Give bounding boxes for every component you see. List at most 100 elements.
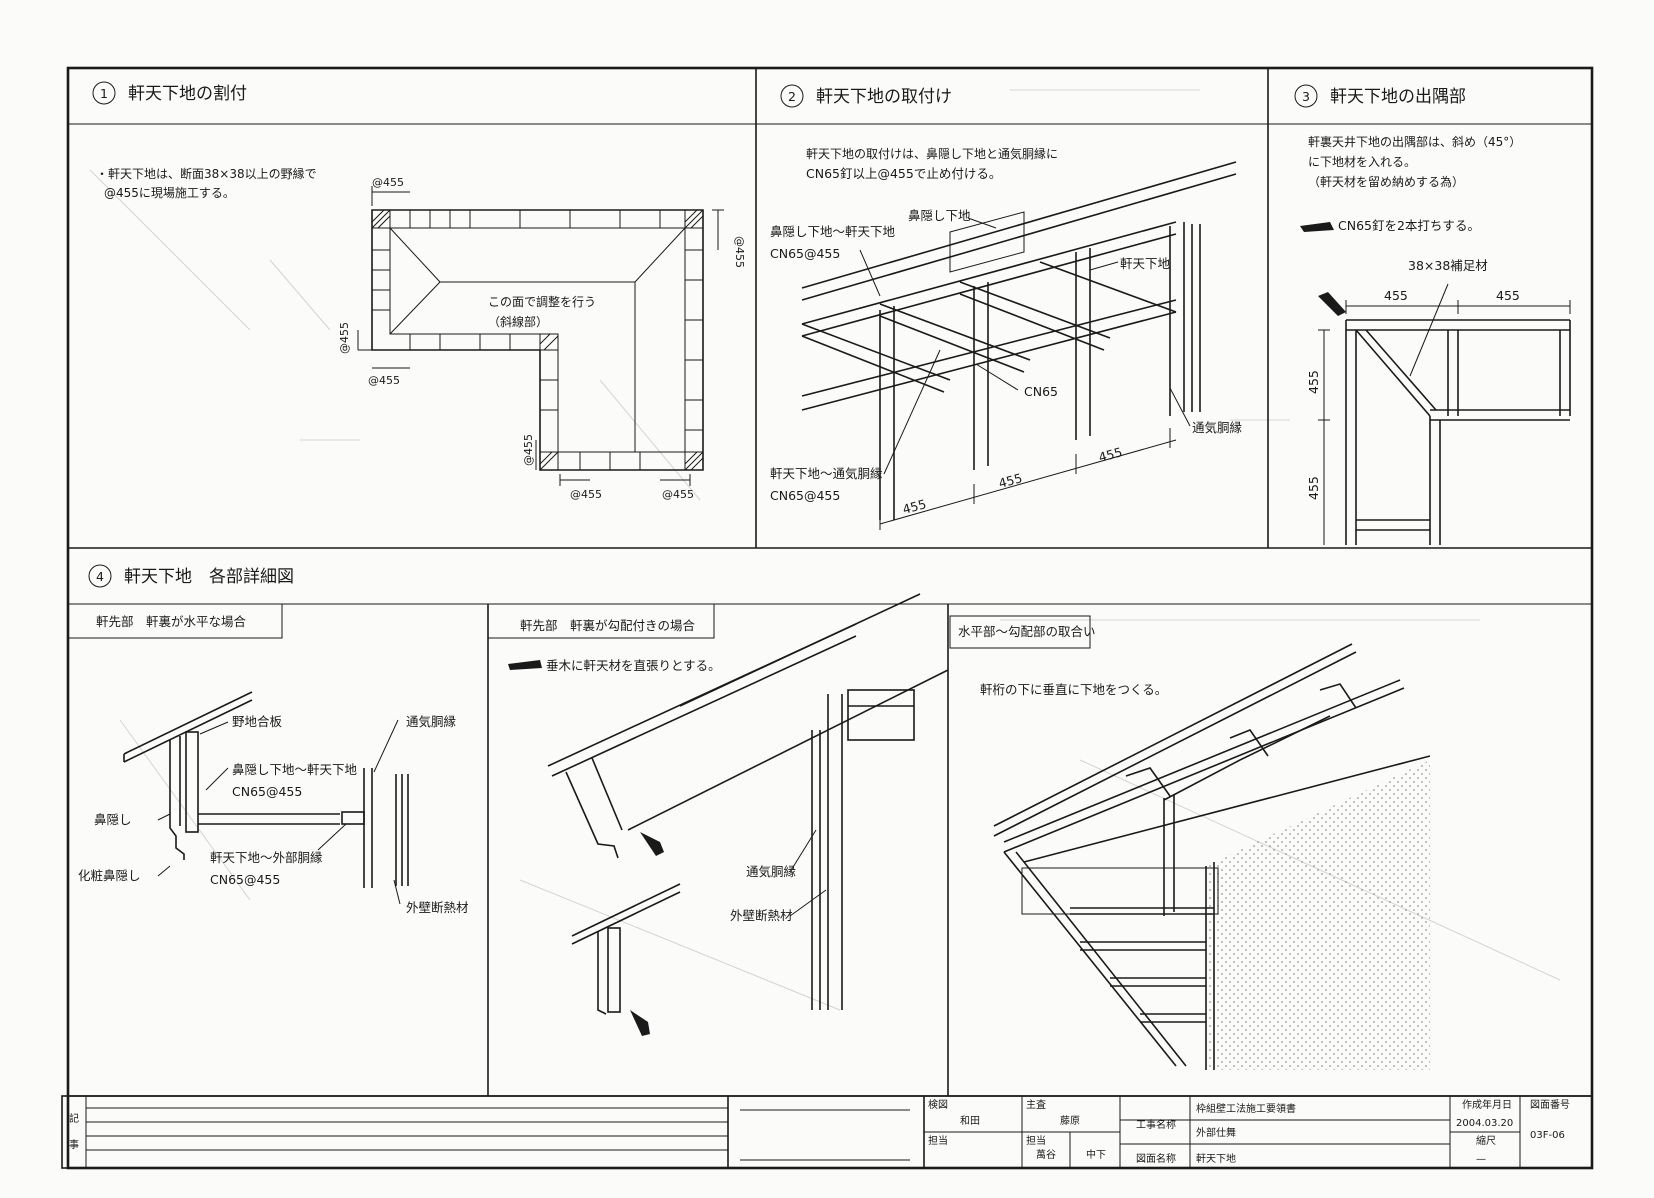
panel-3-nail-note: CN65釘を2本打ちする。 — [1338, 218, 1480, 233]
label-noki-tsuki-line-2: CN65@455 — [770, 488, 840, 503]
sub-b-label-tsuki: 通気胴縁 — [746, 864, 796, 879]
tb-remarks-label-1: 記 — [69, 1112, 79, 1125]
panel-1-dim-bottom-right: @455 — [662, 488, 694, 501]
tb-remarks-label-2: 事 — [69, 1138, 79, 1151]
panel-1-dim-left-bottom: @455 — [368, 374, 400, 387]
sub-a-label-hana-noki-1: 鼻隠し下地～軒天下地 — [232, 762, 358, 777]
sub-a-section-detail — [123, 691, 409, 888]
label-noki-tsuki-line-1: 軒天下地～通気胴縁 — [770, 466, 883, 481]
sub-a-label-noki-gaibu-1: 軒天下地～外部胴縁 — [210, 850, 323, 865]
sub-b-note: 垂木に軒天材を直張りとする。 — [546, 658, 721, 673]
tb-scale-label: 縮尺 — [1476, 1134, 1496, 1147]
panel-1-dim-top: @455 — [372, 176, 404, 189]
tb-koji-value: 枠組壁工法施工要領書 — [1196, 1102, 1296, 1115]
tb-zumen-label: 図面名称 — [1136, 1152, 1176, 1165]
panel-2-number: 2 — [788, 89, 796, 104]
panel-4: 4 軒天下地 各部詳細図 軒先部 軒裏が水平な場合 — [67, 564, 1431, 1070]
sub-b-section-detail — [547, 593, 949, 1015]
panel-2-dim-line — [879, 428, 1177, 530]
label-cn65: CN65 — [1024, 384, 1058, 399]
tb-kenzu-name: 和田 — [960, 1115, 980, 1127]
ceiling-frame-plan — [371, 209, 704, 471]
tb-tanto-name-1: 萬谷 — [1036, 1148, 1056, 1161]
tb-koji-label: 工事名称 — [1136, 1118, 1176, 1131]
sub-c-title: 水平部～勾配部の取合い — [958, 624, 1096, 639]
panel-1-dimensions — [357, 186, 724, 486]
panel-3-dim-left-bottom: 455 — [1306, 476, 1321, 500]
tb-tanto-label: 担当 — [928, 1134, 948, 1147]
nail-pointer-icon-4 — [640, 832, 664, 856]
sub-a-leaders — [157, 719, 401, 905]
panel-2-note-line-2: CN65釘以上@455で止め付ける。 — [806, 166, 1001, 181]
tb-zumen-value: 軒天下地 — [1196, 1152, 1236, 1165]
panel-1-dim-lower-left: @455 — [522, 434, 535, 466]
panel-3-hosoku-label: 38×38補足材 — [1408, 258, 1488, 273]
panel-3-dim-top-right: 455 — [1496, 288, 1520, 303]
panel-3-note-line-3: （軒天材を留め納めする為） — [1308, 175, 1464, 189]
sub-a-label-hanakakushi: 鼻隠し — [94, 812, 132, 827]
panel-2-dim-3: 455 — [1097, 444, 1124, 465]
panel-2-note-line-1: 軒天下地の取付けは、鼻隠し下地と通気胴縁に — [806, 146, 1058, 161]
sub-a-title: 軒先部 軒裏が水平な場合 — [96, 614, 247, 629]
tb-shusa-name: 藤原 — [1060, 1115, 1080, 1127]
panel-1-note-line-1: ・軒天下地は、断面38×38以上の野縁で — [96, 166, 317, 181]
label-noki-shitaji: 軒天下地 — [1120, 256, 1171, 271]
panel-1-callout-line-2: （斜線部） — [488, 314, 548, 329]
tb-tanto2-label: 担当 — [1026, 1134, 1046, 1147]
label-tsuki-dobuchi: 通気胴縁 — [1192, 420, 1242, 435]
title-block: 記 事 検図 和田 主査 藤原 担当 担当 萬谷 中下 工事名称 枠組壁工法施工… — [61, 1095, 1593, 1169]
sub-b-title: 軒先部 軒裏が勾配付きの場合 — [520, 618, 696, 633]
panel-1-dim-bottom-left: @455 — [570, 488, 602, 501]
nail-pointer-icon-5 — [630, 1010, 650, 1036]
panel-3-note-line-1: 軒裏天井下地の出隅部は、斜め（45°） — [1308, 134, 1521, 149]
panel-1-number: 1 — [100, 86, 108, 101]
nail-pointer-icon-2 — [1318, 292, 1346, 316]
sub-a-label-noji: 野地合板 — [232, 714, 283, 729]
sub-a-label-hana-noki-2: CN65@455 — [232, 784, 302, 799]
tb-no-value: 03F-06 — [1530, 1130, 1565, 1141]
tb-koji-value-2: 外部仕舞 — [1196, 1126, 1236, 1139]
sub-b-label-gaiheki: 外壁断熱材 — [730, 908, 793, 923]
label-hana-noki-line-2: CN65@455 — [770, 246, 840, 261]
panel-2-dim-1: 455 — [901, 496, 928, 517]
label-hanakakushi-shitaji: 鼻隠し下地 — [908, 208, 971, 223]
sub-a-label-noki-gaibu-2: CN65@455 — [210, 872, 280, 887]
panel-3-dim-left-top: 455 — [1306, 370, 1321, 394]
panel-1-dim-right: @455 — [733, 236, 746, 268]
panel-1-callout-line-1: この面で調整を行う — [488, 294, 596, 309]
tb-date-label: 作成年月日 — [1462, 1098, 1512, 1111]
panel-3: 3 軒天下地の出隅部 軒裏天井下地の出隅部は、斜め（45°） に下地材を入れる。… — [1294, 84, 1571, 545]
nail-pointer-icon-3 — [508, 660, 542, 670]
panel-4-title: 軒天下地 各部詳細図 — [124, 567, 294, 587]
tb-kenzu-label: 検図 — [928, 1098, 948, 1111]
nail-pointer-icon — [1300, 222, 1334, 232]
tb-scale-value: — — [1476, 1154, 1486, 1165]
sub-a-label-kesho: 化粧鼻隠し — [78, 868, 141, 883]
tb-no-label: 図面番号 — [1530, 1099, 1570, 1111]
panel-3-dims — [1318, 283, 1571, 545]
sub-a-label-tsuki: 通気胴縁 — [406, 714, 456, 729]
panel-1-note-line-2: @455に現場施工する。 — [104, 186, 235, 200]
panel-1-title: 軒天下地の割付 — [128, 84, 247, 104]
panel-2-title: 軒天下地の取付け — [816, 87, 952, 107]
label-hana-noki-line-1: 鼻隠し下地～軒天下地 — [770, 224, 896, 239]
sub-a-label-gaiheki: 外壁断熱材 — [406, 900, 469, 915]
panel-3-number: 3 — [1302, 89, 1310, 104]
wall-insulation-stipple — [1206, 760, 1430, 1070]
panel-1-dim-left: @455 — [338, 322, 351, 354]
sub-c-note: 軒桁の下に垂直に下地をつくる。 — [980, 682, 1167, 697]
sub-b-leaders — [789, 829, 827, 917]
panel-3-title: 軒天下地の出隅部 — [1330, 87, 1466, 107]
panel-1: 1 軒天下地の割付 ・軒天下地は、断面38×38以上の野縁で @455に現場施工… — [92, 81, 746, 501]
panel-2: 2 軒天下地の取付け 軒天下地の取付けは、鼻隠し下地と通気胴縁に CN65釘以上… — [770, 84, 1242, 530]
panel-2-leaders — [859, 217, 1191, 475]
tb-tanto-name-2: 中下 — [1086, 1148, 1106, 1161]
panel-3-note-line-2: に下地材を入れる。 — [1308, 155, 1416, 169]
tb-date-value: 2004.03.20 — [1456, 1118, 1513, 1129]
corner-frame-plan — [1345, 319, 1571, 545]
sub-c-isometric-detail — [993, 643, 1431, 1070]
panel-4-number: 4 — [96, 569, 104, 584]
tb-shusa-label: 主査 — [1026, 1098, 1046, 1111]
soffit-frame-isometric — [801, 161, 1237, 520]
